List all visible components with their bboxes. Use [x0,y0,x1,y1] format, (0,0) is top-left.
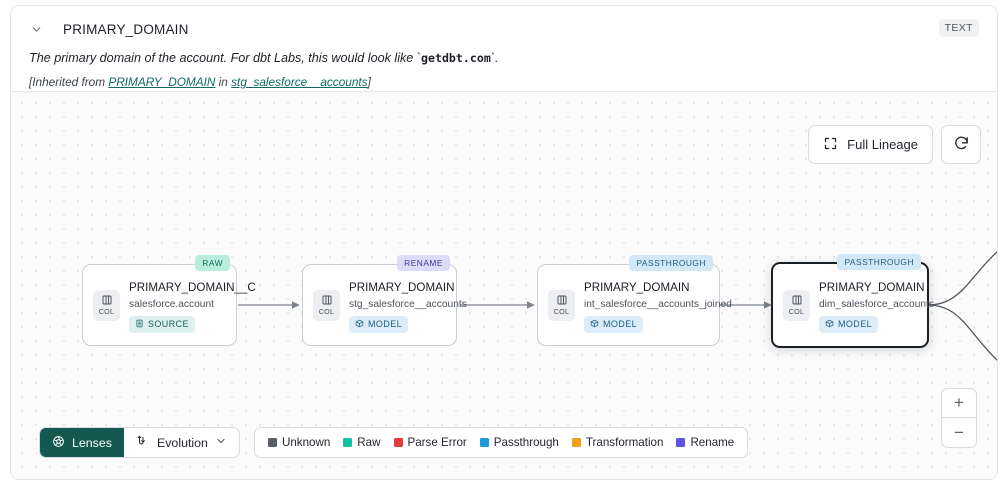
description-code: getdbt.com [421,51,491,65]
materialization-badge: MODEL [349,315,409,333]
page-title: PRIMARY_DOMAIN [63,21,189,37]
node-body: PRIMARY_DOMAIN__C salesforce.account SOU… [129,278,256,333]
inherited-middle: in [215,75,232,89]
node-body: PRIMARY_DOMAIN stg_salesforce__accounts … [349,278,467,333]
materialization-label: MODEL [368,319,403,329]
evolution-dropdown[interactable]: Evolution [124,428,239,457]
legend-item: Unknown [267,436,331,449]
legend-item: Parse Error [393,436,467,449]
model-cube-icon [825,319,834,330]
column-description: The primary domain of the account. For d… [29,50,979,67]
lineage-edges [238,251,997,361]
legend-label: Parse Error [407,436,467,449]
materialization-badge: SOURCE [129,315,195,333]
lineage-node-selected[interactable]: PASSTHROUGH COL PRIMARY_DOMAIN dim_sales… [771,254,934,348]
node-tag: RAW [195,255,230,271]
inherited-prefix: [Inherited from [29,75,109,89]
node-tag: PASSTHROUGH [837,254,921,270]
canvas-top-controls: Full Lineage [808,125,981,164]
column-detail-panel: PRIMARY_DOMAIN TEXT The primary domain o… [10,5,998,480]
node-subtitle: stg_salesforce__accounts [349,298,467,310]
node-subtitle: salesforce.account [129,298,214,310]
node-body: PRIMARY_DOMAIN dim_salesforce_accounts M… [819,278,934,333]
materialization-label: SOURCE [148,319,189,329]
inherited-column-link[interactable]: PRIMARY_DOMAIN [108,75,216,89]
chevron-down-icon[interactable] [29,22,43,36]
column-badge-label: COL [553,307,570,316]
column-badge-label: COL [98,307,115,316]
materialization-label: MODEL [838,319,873,329]
materialization-badge: MODEL [819,315,879,333]
full-lineage-button[interactable]: Full Lineage [808,125,933,164]
column-icon: COL [548,289,575,321]
expand-icon [823,136,838,154]
legend-swatch [267,438,277,447]
lineage-legend: Unknown Raw Parse Error Passthrough Tran… [253,427,749,458]
legend-item: Passthrough [479,436,559,449]
description-text-post: `. [490,51,499,65]
legend-swatch [479,438,489,447]
node-subtitle: dim_salesforce_accounts [819,298,934,310]
legend-swatch [393,438,403,447]
legend-swatch [676,438,686,447]
lenses-button[interactable]: Lenses [40,428,124,457]
node-tag: RENAME [397,255,450,271]
lineage-canvas[interactable]: Full Lineage + − [11,91,997,479]
node-subtitle: int_salesforce__accounts_joined [584,298,732,310]
lens-controls: Lenses Evolution [39,427,240,458]
legend-item: Rename [676,436,734,449]
column-icon: COL [783,289,810,321]
node-title: PRIMARY_DOMAIN [349,280,455,294]
model-cube-icon [590,319,599,330]
canvas-bottom-bar: Lenses Evolution [39,427,749,458]
evolution-icon [136,434,150,451]
inherited-model-link[interactable]: stg_salesforce__accounts [231,75,368,89]
type-badge: TEXT [938,19,979,37]
legend-swatch [571,438,581,447]
inherited-from-note: [Inherited from PRIMARY_DOMAIN in stg_sa… [29,75,979,89]
inherited-suffix: ] [367,75,371,89]
refresh-icon [953,135,970,155]
materialization-label: MODEL [603,319,638,329]
zoom-in-button[interactable]: + [942,389,976,418]
node-body: PRIMARY_DOMAIN int_salesforce__accounts_… [584,278,732,333]
lineage-node[interactable]: RENAME COL PRIMARY_DOMAIN stg_salesforce… [302,255,467,346]
column-icon: COL [93,289,120,321]
refresh-button[interactable] [941,125,981,164]
node-tag: PASSTHROUGH [629,255,713,271]
lens-icon [52,435,65,451]
node-title: PRIMARY_DOMAIN [819,280,925,294]
legend-label: Unknown [281,436,331,449]
source-icon [135,319,144,330]
column-badge-label: COL [318,307,335,316]
materialization-badge: MODEL [584,315,644,333]
zoom-controls: + − [941,388,977,448]
panel-header: PRIMARY_DOMAIN TEXT The primary domain o… [11,6,997,91]
legend-item: Transformation [571,436,664,449]
legend-label: Raw [357,436,381,449]
legend-swatch [343,438,353,447]
model-cube-icon [355,319,364,330]
node-title: PRIMARY_DOMAIN__C [129,280,256,294]
evolution-label: Evolution [156,435,208,450]
description-text-pre: The primary domain of the account. For d… [29,51,421,65]
lineage-node[interactable]: RAW COL PRIMARY_DOMAIN__C salesforce.acc… [82,255,256,346]
node-title: PRIMARY_DOMAIN [584,280,690,294]
legend-label: Transformation [585,436,664,449]
zoom-out-button[interactable]: − [954,422,964,442]
legend-label: Rename [690,436,735,449]
full-lineage-label: Full Lineage [847,137,918,152]
column-icon: COL [313,289,340,321]
column-badge-label: COL [788,307,805,316]
legend-item: Raw [343,436,381,449]
lenses-label: Lenses [72,435,112,450]
chevron-down-icon [215,435,227,450]
graph-layer: RAW COL PRIMARY_DOMAIN__C salesforce.acc… [11,92,997,479]
lineage-node[interactable]: PASSTHROUGH COL PRIMARY_DOMAIN int_sales… [537,255,732,346]
legend-label: Passthrough [493,436,559,449]
